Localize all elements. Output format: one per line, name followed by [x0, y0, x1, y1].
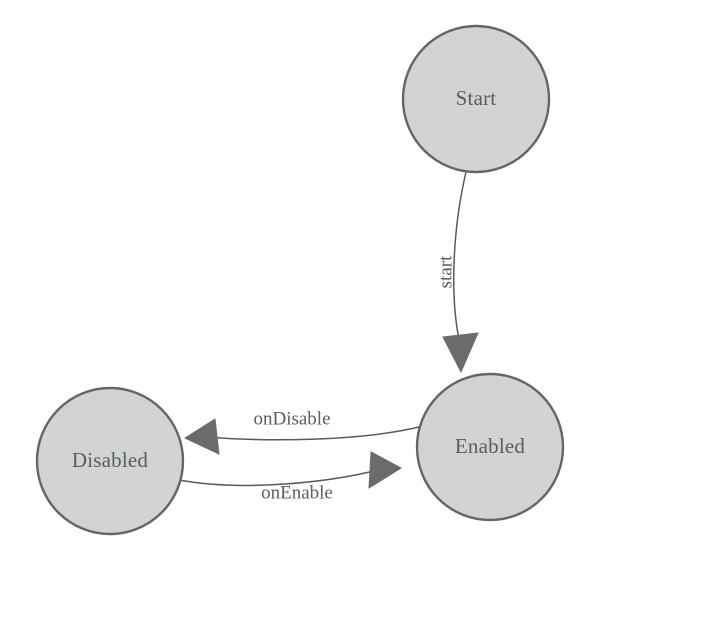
- state-label-disabled: Disabled: [72, 448, 149, 472]
- state-node-enabled[interactable]: Enabled: [415, 372, 565, 522]
- state-circle-start: [401, 24, 551, 174]
- state-circle-disabled: [35, 386, 185, 536]
- state-node-disabled[interactable]: Disabled: [35, 386, 185, 536]
- state-label-start: Start: [456, 86, 497, 110]
- edges-layer: start onDisable onEnable: [178, 171, 479, 503]
- state-node-start[interactable]: Start: [401, 24, 551, 174]
- edge-enabled-to-disabled[interactable]: onDisable: [183, 408, 420, 455]
- edge-line-start: [453, 171, 467, 345]
- state-circle-enabled: [415, 372, 565, 522]
- edge-disabled-to-enabled[interactable]: onEnable: [178, 451, 402, 503]
- state-label-enabled: Enabled: [455, 434, 526, 458]
- edge-label-ondisable: onDisable: [253, 408, 330, 429]
- nodes-layer: Start Enabled Disabled: [35, 24, 565, 536]
- arrowhead-icon-start: [442, 332, 479, 374]
- arrowhead-icon-ondisable: [183, 418, 220, 455]
- edge-label-start: start: [435, 255, 456, 288]
- edge-line-onenable: [178, 469, 379, 487]
- edge-line-ondisable: [204, 426, 420, 441]
- arrowhead-icon-onenable: [368, 451, 402, 489]
- edge-start-to-enabled[interactable]: start: [435, 171, 479, 374]
- edge-label-onenable: onEnable: [261, 482, 333, 503]
